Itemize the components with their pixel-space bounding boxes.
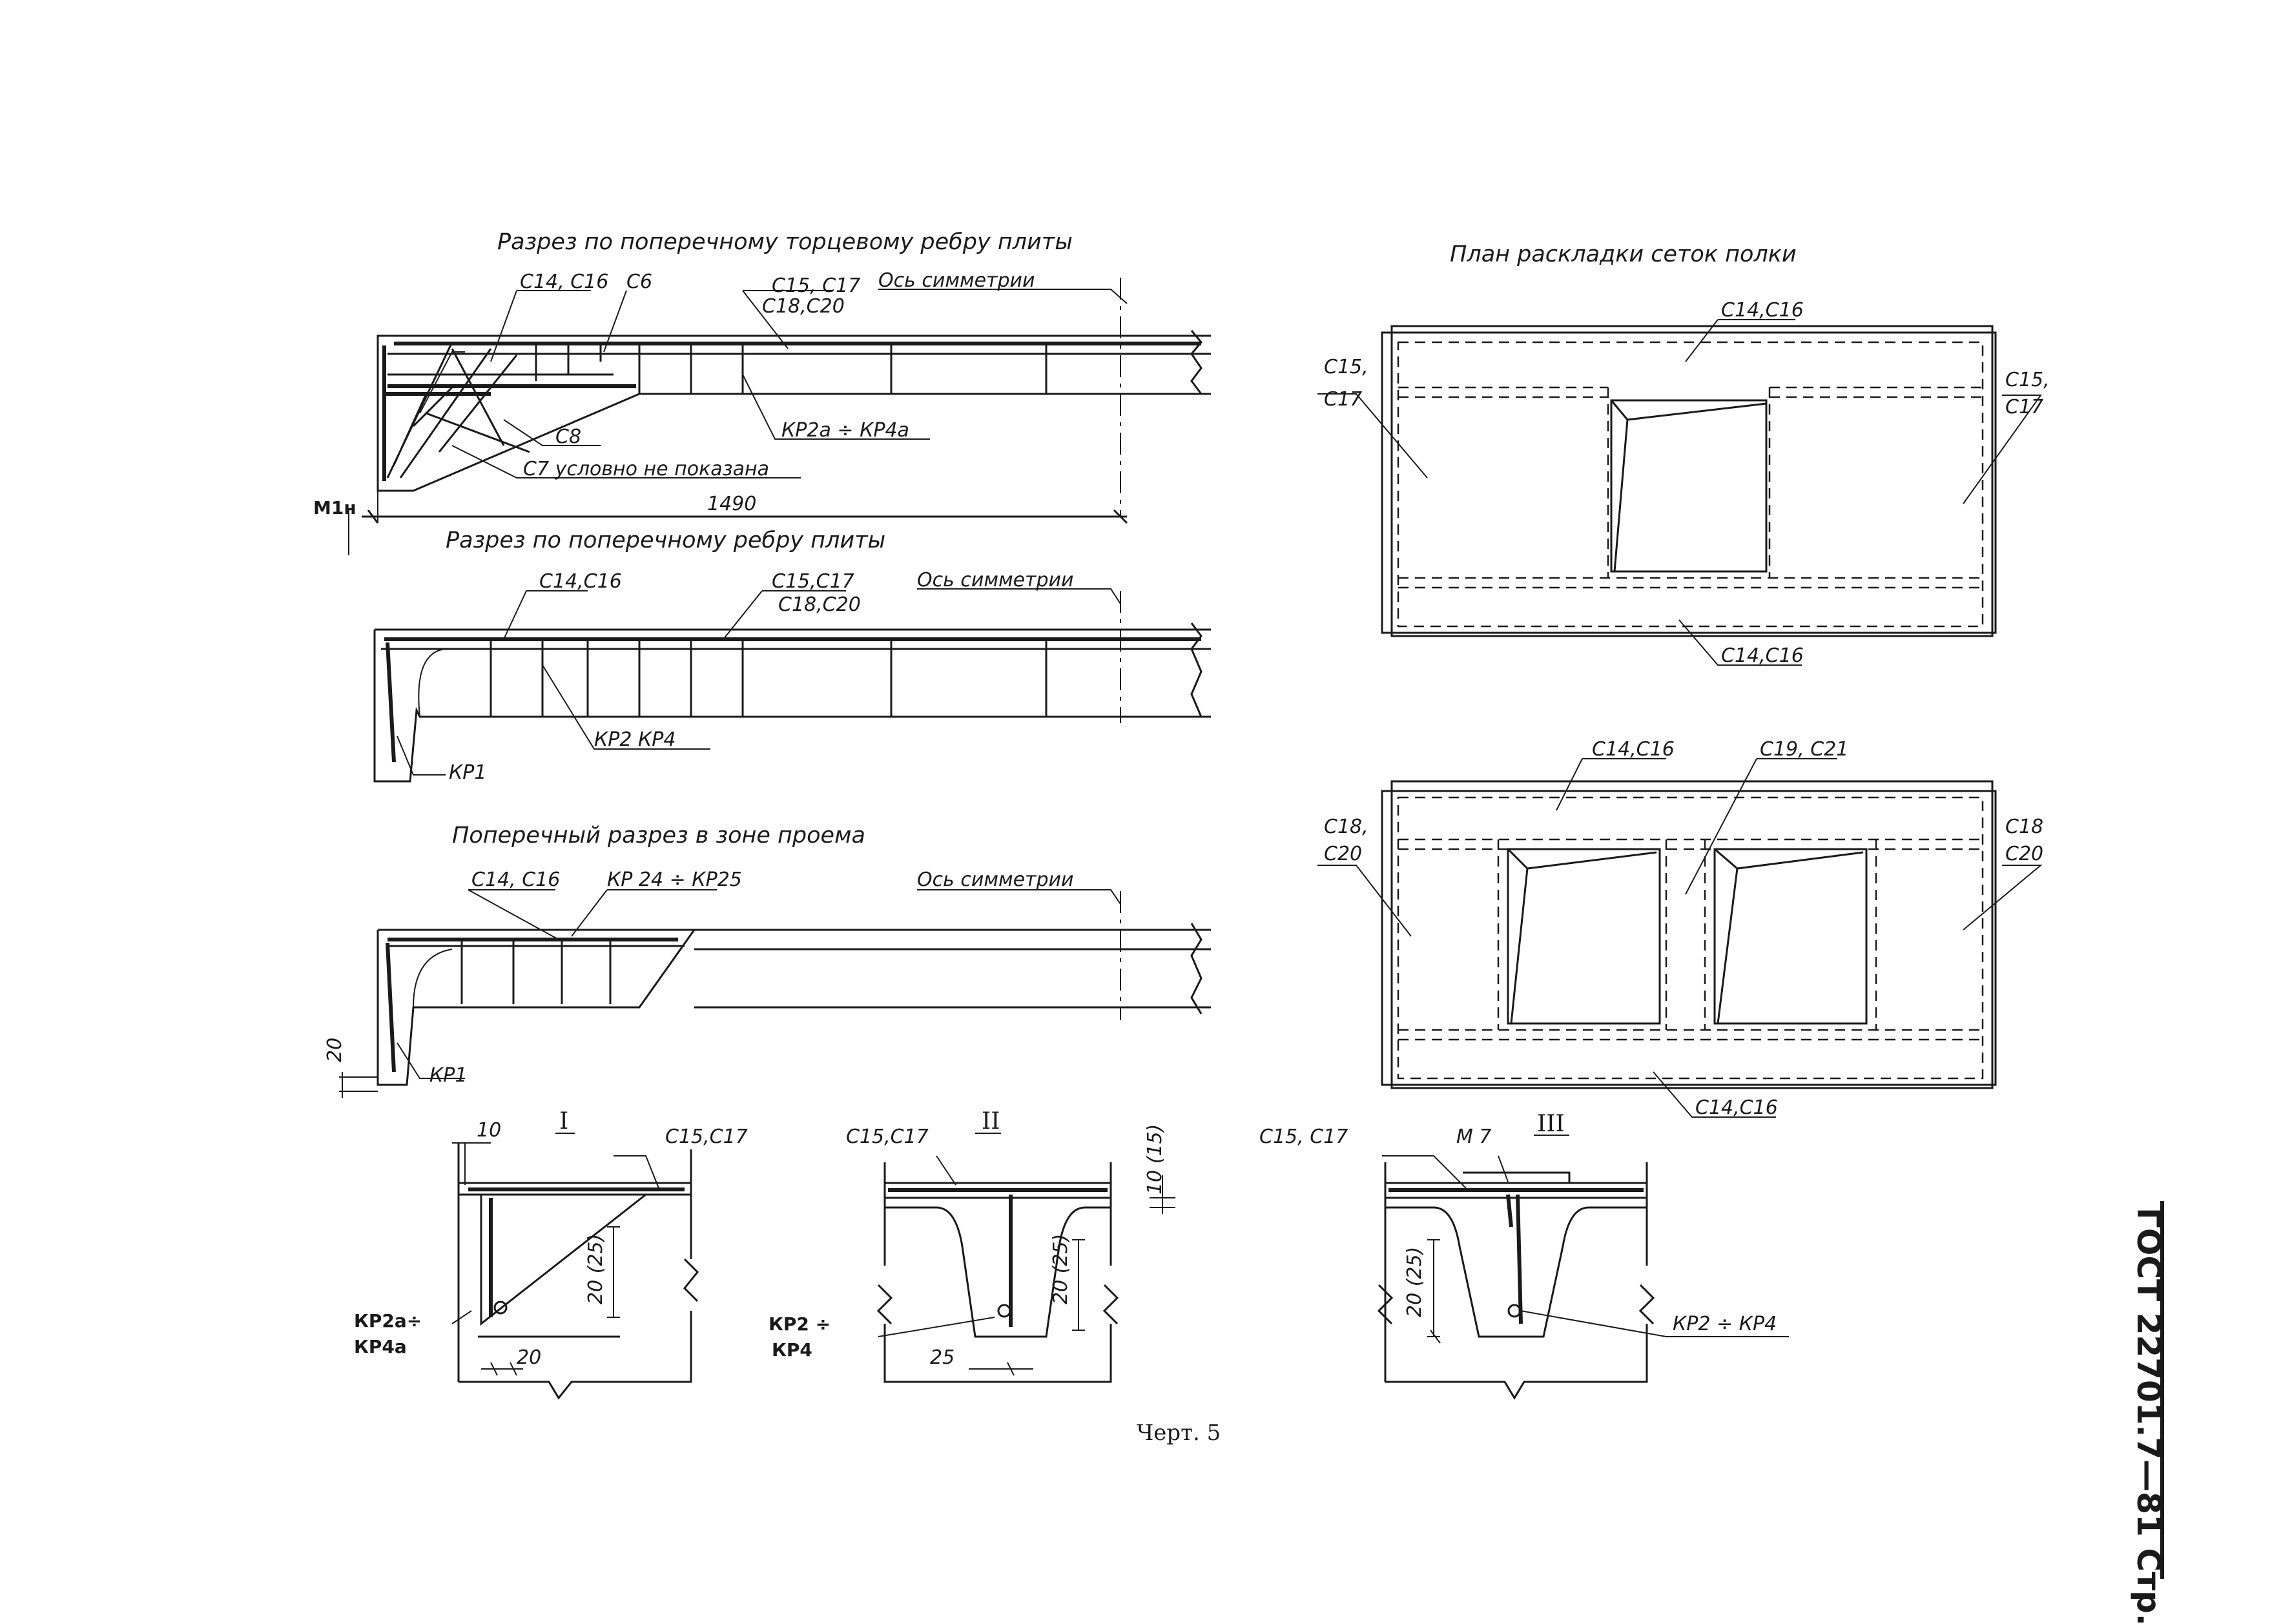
- gost-stamp: ГОСТ 22701.7—81 Стр. 11: [2130, 1208, 2167, 1624]
- dim-20-25-detail-1: 20 (25): [584, 1234, 607, 1304]
- label-c18-c20-b: С18,С20: [778, 593, 861, 616]
- detail-2-label-kp4: КР4: [772, 1339, 812, 1361]
- label-kp2a-kp4a: КР2а ÷ КР4а: [781, 419, 909, 442]
- plan1-label-c15-right: С15,: [2005, 369, 2050, 391]
- label-axis-b: Ось симметрии: [917, 569, 1074, 591]
- label-c14-c16-a: С14, С16: [520, 271, 608, 293]
- label-kp1-a: КР1: [449, 761, 486, 784]
- label-kp1-b: КР1: [429, 1064, 467, 1087]
- label-c6: С6: [626, 271, 652, 293]
- detail-2-title: II: [982, 1108, 1000, 1135]
- mesh-plan-2: С14,С16 С19, С21 С18, С20 С18 С20 С14,С1…: [1317, 738, 2043, 1119]
- end-rib-section: Разрез по поперечному торцевому ребру пл…: [313, 229, 1211, 555]
- label-c7-note: С7 условно не показана: [523, 458, 769, 480]
- plan2-label-c20-right: С20: [2005, 843, 2043, 865]
- label-c15-c17-b: С15,С17: [772, 570, 854, 593]
- detail-2: II С15,С17 КР2 ÷ КР4 25 20 (25) 10 (15): [769, 1108, 1175, 1383]
- label-c15-c17-a: С15, С17: [772, 274, 860, 297]
- detail-3-title: III: [1537, 1111, 1565, 1137]
- detail-3: III С15, С17 М 7 КР2 ÷ КР4 20 (25): [1259, 1111, 1789, 1400]
- end-rib-section-title: Разрез по поперечному торцевому ребру пл…: [497, 229, 1073, 255]
- detail-2-label-kp2: КР2 ÷: [769, 1313, 831, 1335]
- detail-1-label-kp4a: КР4а: [354, 1336, 407, 1357]
- label-kp24-kp25: КР 24 ÷ КР25: [607, 869, 742, 891]
- dim-1490: 1490: [707, 493, 756, 515]
- detail-1-title: I: [559, 1108, 568, 1135]
- detail-1: I 10 С15,С17 КР2а÷ КР4а 20 20 (25): [354, 1108, 748, 1400]
- plan1-label-c15-left: С15,: [1324, 356, 1368, 378]
- mesh-plan-1: План раскладки сеток полки С14,С16 С15, …: [1317, 242, 2050, 667]
- rib-section-title: Разрез по поперечному ребру плиты: [446, 528, 885, 553]
- opening-section-title: Поперечный разрез в зоне проема: [452, 823, 865, 848]
- label-axis-a: Ось симметрии: [878, 269, 1035, 292]
- dim-10-detail-1: 10: [477, 1119, 501, 1142]
- plan2-label-c14-c16-bottom: С14,С16: [1695, 1096, 1778, 1119]
- plan1-label-c17-left: С17: [1324, 388, 1362, 411]
- opening-section: Поперечный разрез в зоне проема С14, С16…: [324, 823, 1211, 1098]
- dim-20-25-detail-3: 20 (25): [1403, 1247, 1426, 1317]
- label-kp2-kp4: КР2 КР4: [594, 728, 676, 751]
- detail-3-label-kp2-kp4: КР2 ÷ КР4: [1673, 1313, 1777, 1335]
- plan1-label-c14-c16-bottom: С14,С16: [1721, 644, 1804, 667]
- plan2-label-c18-right: С18: [2005, 816, 2043, 838]
- dim-20-opening: 20: [324, 1038, 346, 1062]
- dim-25-detail-2: 25: [930, 1346, 955, 1369]
- plan1-label-c17-right: С17: [2005, 396, 2043, 418]
- label-axis-c: Ось симметрии: [917, 869, 1074, 891]
- plan2-label-c18-left: С18,: [1324, 816, 1368, 838]
- label-m1n: М1н: [313, 497, 356, 519]
- label-c18-c20-a: С18,С20: [762, 295, 845, 318]
- mesh-plan-title: План раскладки сеток полки: [1450, 242, 1797, 267]
- label-c14-c16-c: С14, С16: [471, 869, 560, 891]
- plan2-label-c19-c21: С19, С21: [1760, 738, 1848, 761]
- dim-10-15-detail-2: 10 (15): [1144, 1124, 1166, 1195]
- detail-1-label-c15-c17: С15,С17: [665, 1125, 748, 1148]
- detail-2-label-c15-c17: С15,С17: [846, 1125, 929, 1148]
- detail-1-label-kp2a: КР2а÷: [354, 1310, 422, 1331]
- detail-3-label-m7: М 7: [1456, 1125, 1492, 1148]
- plan1-label-c14-c16-top: С14,С16: [1721, 299, 1804, 322]
- rib-section: Разрез по поперечному ребру плиты С14,С1…: [373, 528, 1211, 784]
- detail-3-label-c15-c17: С15, С17: [1259, 1125, 1348, 1148]
- plan2-label-c14-c16-top: С14,С16: [1592, 738, 1675, 761]
- plan2-label-c20-left: С20: [1324, 843, 1362, 865]
- dim-20-25-detail-2: 20 (25): [1049, 1234, 1072, 1304]
- dim-20-detail-1: 20: [517, 1346, 541, 1369]
- label-c8: С8: [555, 426, 581, 448]
- label-c14-c16-b: С14,С16: [539, 570, 622, 593]
- figure-caption: Черт. 5: [1137, 1420, 1221, 1446]
